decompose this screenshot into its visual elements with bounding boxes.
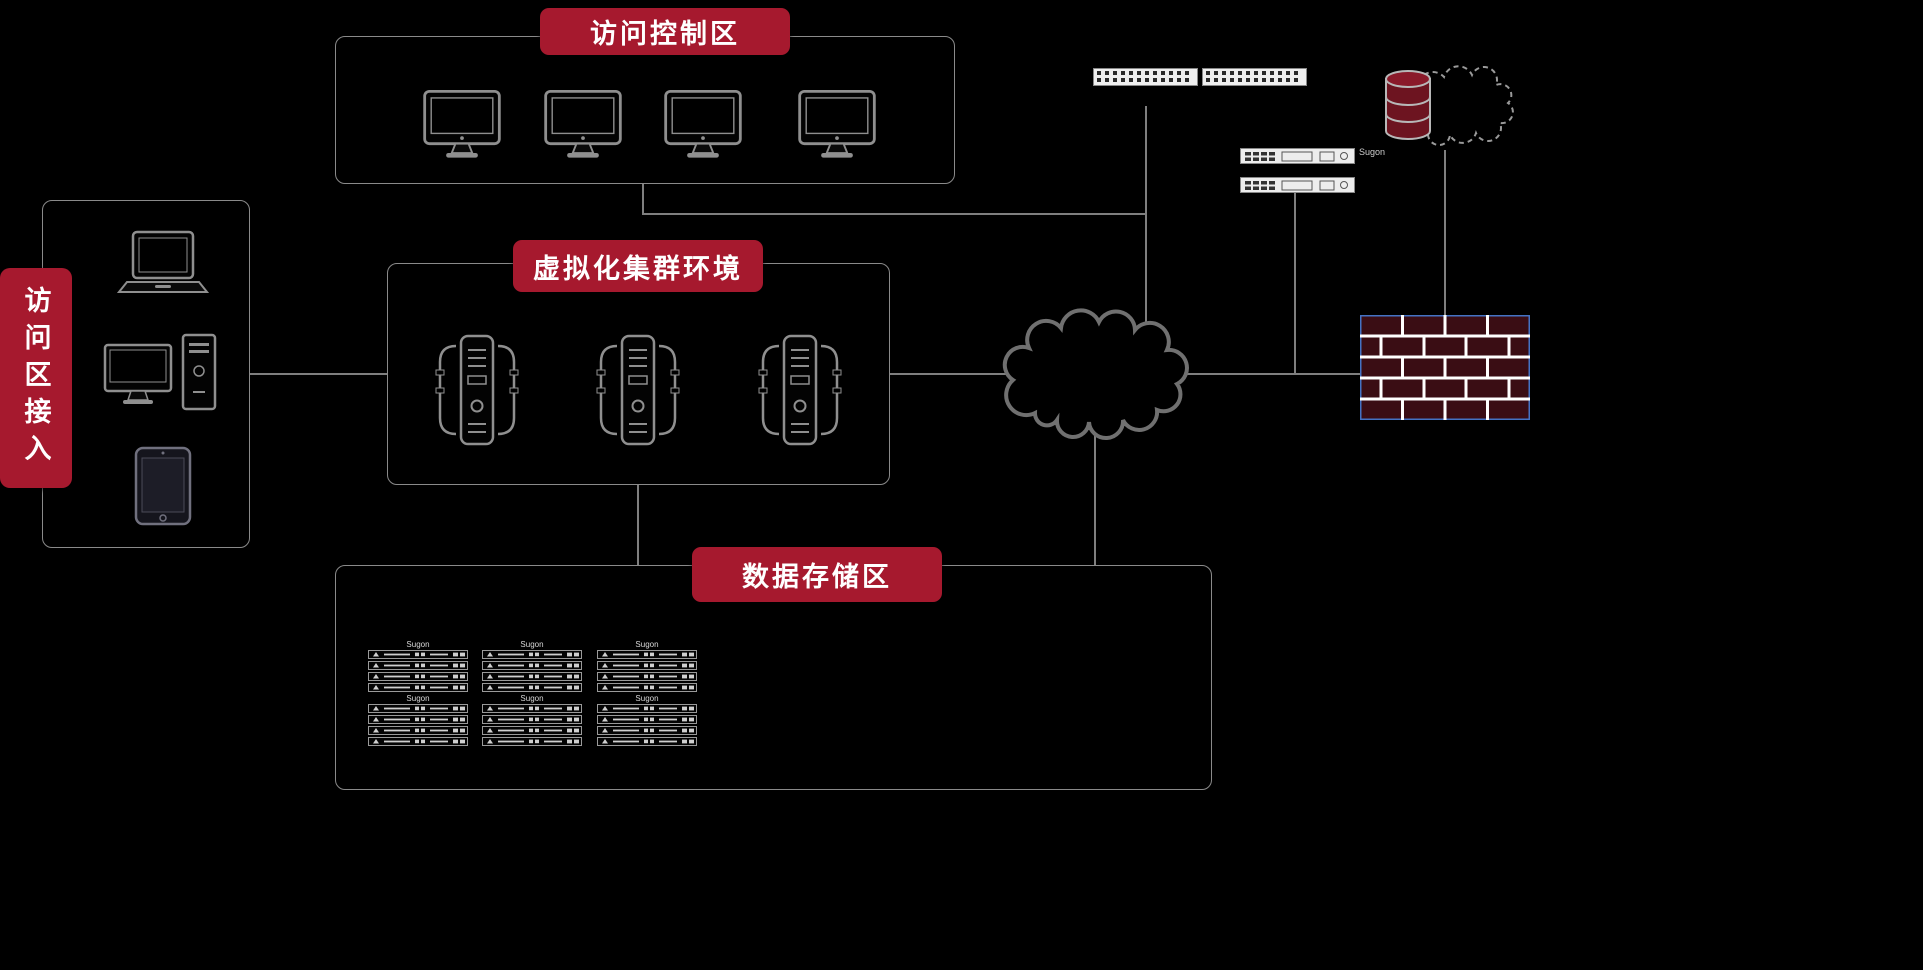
connector-virtualization-to-cloud [890,373,1020,375]
storage-array-group: Sugon [482,640,582,697]
connector-switch-to-cloud [1145,106,1147,332]
access-control-banner-label: 访问控制区 [590,19,740,49]
connector-cloud-to-firewall [1175,373,1361,375]
connector-rack-to-firewall-link [1294,188,1296,375]
storage-array-icon [482,650,582,692]
storage-array-group: Sugon [597,640,697,697]
cluster-server-icon [583,330,693,450]
connector-access-control-drop [642,184,644,215]
cluster-server-icon [422,330,532,450]
connector-access-to-virtualization [250,373,387,375]
storage-array-icon [597,704,697,746]
storage-brand-label: Sugon [520,640,544,649]
virtualization-banner-label: 虚拟化集群环境 [533,253,743,284]
storage-array-icon [368,704,468,746]
data-storage-banner: 数据存储区 [692,547,942,602]
network-switch-icon [1202,68,1307,86]
laptop-icon [113,228,213,304]
storage-brand-label: Sugon [406,694,430,703]
firewall-icon [1360,315,1530,420]
terminal-monitor-icon [541,86,625,164]
tablet-icon [133,446,193,526]
storage-brand-label: Sugon [635,694,659,703]
storage-brand-label: Sugon [520,694,544,703]
cluster-server-icon [745,330,855,450]
internet-cloud-icon [995,308,1195,448]
rack-brand-label: Sugon [1359,147,1386,157]
terminal-monitor-icon [795,86,879,164]
data-storage-banner-label: 数据存储区 [742,562,892,592]
connector-top-trunk [642,213,1147,215]
storage-array-group: Sugon [368,640,468,697]
terminal-monitor-icon [420,86,504,164]
storage-array-group: Sugon [368,694,468,751]
storage-array-icon [597,650,697,692]
database-cloud-icon [1378,55,1518,150]
storage-brand-label: Sugon [635,640,659,649]
sugon-rack-stack: Sugon [1240,147,1385,198]
connector-database-to-firewall [1444,150,1446,316]
access-entry-banner-label: 访问区接入 [20,285,51,471]
rack-server-icon [1240,148,1355,164]
virtualization-banner: 虚拟化集群环境 [513,240,763,292]
connector-virtualization-to-storage [637,485,639,566]
network-switch-icon [1093,68,1198,86]
connector-cloud-to-storage [1094,418,1096,565]
storage-array-group: Sugon [597,694,697,751]
desktop-computer-icon [103,333,223,418]
rack-server-icon [1240,177,1355,193]
access-entry-banner: 访问区接入 [0,268,72,488]
access-control-banner: 访问控制区 [540,8,790,55]
storage-array-icon [368,650,468,692]
storage-array-group: Sugon [482,694,582,751]
storage-array-icon [482,704,582,746]
storage-brand-label: Sugon [406,640,430,649]
switch-stack [1093,64,1307,91]
terminal-monitor-icon [661,86,745,164]
